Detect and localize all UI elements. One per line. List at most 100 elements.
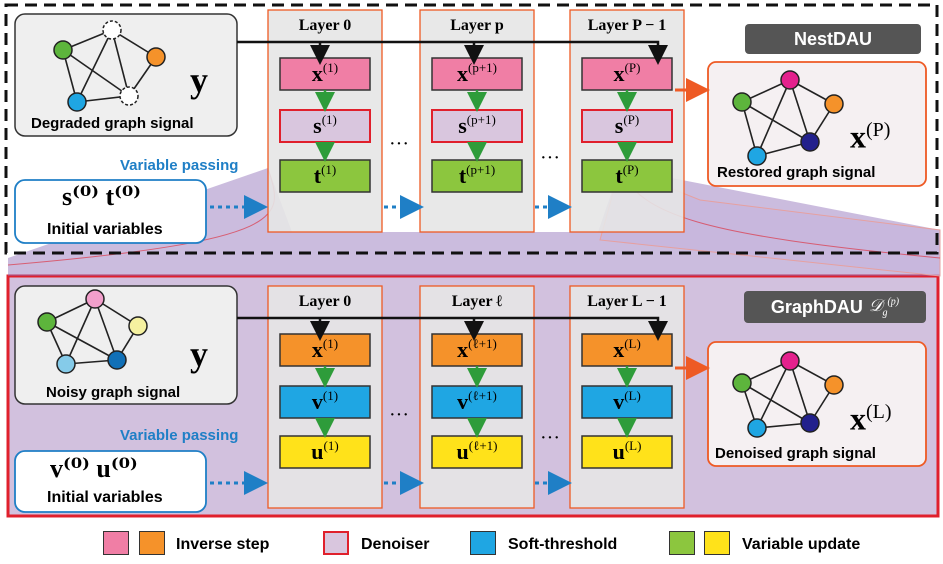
top-bot-label-1-sup: (p+1) bbox=[466, 162, 496, 177]
bottom-bot-label-2: u(L) bbox=[582, 436, 672, 468]
top-mid-label-0-sup: (1) bbox=[321, 112, 337, 127]
bottom-bot-block-2 bbox=[581, 435, 673, 469]
bottom-input-symbol: y bbox=[190, 334, 208, 374]
top-variable-passing-label: Variable passing bbox=[120, 157, 239, 174]
top-x-label-2: x(P) bbox=[582, 58, 672, 90]
top-layer-title-1: Layer p bbox=[450, 17, 504, 34]
top-x-label-1-sup: (p+1) bbox=[468, 60, 497, 75]
top-y-line bbox=[237, 40, 668, 65]
top-layer-title-0: Layer 0 bbox=[298, 17, 352, 34]
bottom-layer-title-0: Layer 0 bbox=[298, 293, 352, 310]
bottom-mid-label-0: v(1) bbox=[280, 386, 370, 418]
bottom-mid-label-1: v(ℓ+1) bbox=[432, 386, 522, 418]
top-x-label-0-letter: x bbox=[311, 61, 323, 86]
bottom-x-label-0-sup: (1) bbox=[322, 336, 339, 351]
top-x-label-1-letter: x bbox=[457, 61, 468, 86]
noisy-graph-node-3 bbox=[128, 316, 148, 336]
bottom-bot-label-0-letter: u bbox=[311, 439, 324, 464]
top-bot-block-0 bbox=[279, 159, 371, 193]
noisy-graph-node-0 bbox=[37, 312, 57, 332]
degraded-graph-edge-2 bbox=[76, 29, 113, 103]
noisy-graph-edge-2 bbox=[65, 298, 96, 365]
top-bot-label-0-sup: (1) bbox=[321, 162, 337, 177]
bottom-mid-label-1-letter: v bbox=[457, 389, 469, 414]
top-input-symbol: y bbox=[190, 60, 208, 100]
bottom-variable-passing-label: Variable passing bbox=[120, 427, 239, 444]
top-output-symbol: x(P) bbox=[850, 118, 891, 155]
restored-graph-node-2 bbox=[747, 146, 767, 166]
degraded-graph bbox=[53, 20, 166, 112]
top-input-caption: Degraded graph signal bbox=[31, 115, 194, 132]
bottom-mid-label-2-sup: (L) bbox=[624, 388, 641, 403]
noisy-graph-edge-7 bbox=[46, 321, 118, 361]
bottom-x-label-0: x(1) bbox=[280, 334, 370, 366]
top-bot-label-2-sup: (P) bbox=[622, 162, 639, 177]
noisy-graph-edge-4 bbox=[94, 298, 118, 361]
top-dots-2: ··· bbox=[540, 147, 560, 169]
graphdau-badge-label: GraphDAU bbox=[770, 296, 863, 317]
restored-graph-node-1 bbox=[780, 70, 800, 90]
denoised-graph-node-4 bbox=[800, 413, 820, 433]
restored-graph-node-0 bbox=[732, 92, 752, 112]
top-init-card bbox=[14, 179, 207, 244]
bottom-bot-label-1-letter: u bbox=[456, 439, 469, 464]
bottom-init-card bbox=[14, 450, 207, 513]
top-layer-title-2: Layer P − 1 bbox=[587, 17, 667, 34]
bottom-mid-block-1 bbox=[431, 385, 523, 419]
bottom-x-label-2-sup: (L) bbox=[624, 336, 641, 351]
top-x-label-1: x(p+1) bbox=[432, 58, 522, 90]
bottom-layer-title-1: Layer ℓ bbox=[451, 293, 503, 310]
legend-soft-threshold: Soft-threshold bbox=[508, 536, 618, 553]
bottom-bot-label-2-letter: u bbox=[612, 439, 625, 464]
bottom-bot-label-1-sup: (ℓ+1) bbox=[468, 438, 498, 453]
bottom-bot-block-1 bbox=[431, 435, 523, 469]
bottom-mid-label-0-sup: (1) bbox=[322, 388, 339, 403]
bottom-bot-label-0: u(1) bbox=[280, 436, 370, 468]
restored-graph-edge-2 bbox=[756, 79, 791, 157]
nestdau-frame bbox=[4, 3, 939, 255]
top-bot-label-2-letter: t bbox=[615, 163, 623, 188]
top-init-symbols: s⁽⁰⁾ t⁽⁰⁾ bbox=[62, 182, 142, 211]
legend-swatch-denoiser bbox=[323, 531, 349, 555]
top-mid-label-2-letter: s bbox=[614, 113, 624, 138]
degraded-graph-node-4 bbox=[119, 86, 139, 106]
top-mid-block-2 bbox=[581, 109, 673, 143]
bottom-bot-label-1: u(ℓ+1) bbox=[432, 436, 522, 468]
denoised-graph-edge-4 bbox=[789, 360, 811, 424]
restored-graph-node-3 bbox=[824, 94, 844, 114]
top-bot-label-1-letter: t bbox=[458, 163, 467, 188]
degraded-graph-edge-4 bbox=[111, 29, 130, 97]
bottom-mid-block-0 bbox=[279, 385, 371, 419]
denoised-graph bbox=[732, 351, 844, 438]
bottom-x-label-0-letter: x bbox=[311, 337, 323, 362]
noisy-graph-node-2 bbox=[56, 354, 76, 374]
legend-swatch-green bbox=[669, 531, 695, 555]
top-bot-block-2 bbox=[581, 159, 673, 193]
bottom-x-label-1-letter: x bbox=[457, 337, 469, 362]
bottom-mid-label-1-sup: (ℓ+1) bbox=[468, 388, 497, 403]
bottom-y-line bbox=[237, 316, 668, 341]
denoised-graph-edge-2 bbox=[756, 360, 791, 429]
degraded-graph-node-3 bbox=[146, 47, 166, 67]
top-bot-block-1 bbox=[431, 159, 523, 193]
degraded-graph-node-1 bbox=[102, 20, 122, 40]
legend-swatch-orange bbox=[139, 531, 165, 555]
legend-swatch-yellow bbox=[704, 531, 730, 555]
top-x-label-2-letter: x bbox=[613, 61, 625, 86]
top-x-label-0-sup: (1) bbox=[322, 60, 339, 75]
bottom-output-caption: Denoised graph signal bbox=[715, 445, 876, 462]
denoised-graph-node-1 bbox=[780, 351, 800, 371]
bottom-init-caption: Initial variables bbox=[47, 489, 163, 506]
legend-variable-update: Variable update bbox=[742, 536, 861, 553]
bottom-mid-label-2-letter: v bbox=[613, 389, 625, 414]
top-bot-label-2: t(P) bbox=[582, 160, 672, 192]
top-dots-1: ··· bbox=[389, 133, 409, 155]
top-mid-label-2: s(P) bbox=[582, 110, 672, 142]
bottom-x-label-2-letter: x bbox=[613, 337, 625, 362]
top-x-label-2-sup: (P) bbox=[624, 60, 641, 75]
top-mid-label-1: s(p+1) bbox=[432, 110, 522, 142]
bottom-layer-title-2: Layer L − 1 bbox=[587, 293, 667, 310]
bottom-mid-label-2: v(L) bbox=[582, 386, 672, 418]
